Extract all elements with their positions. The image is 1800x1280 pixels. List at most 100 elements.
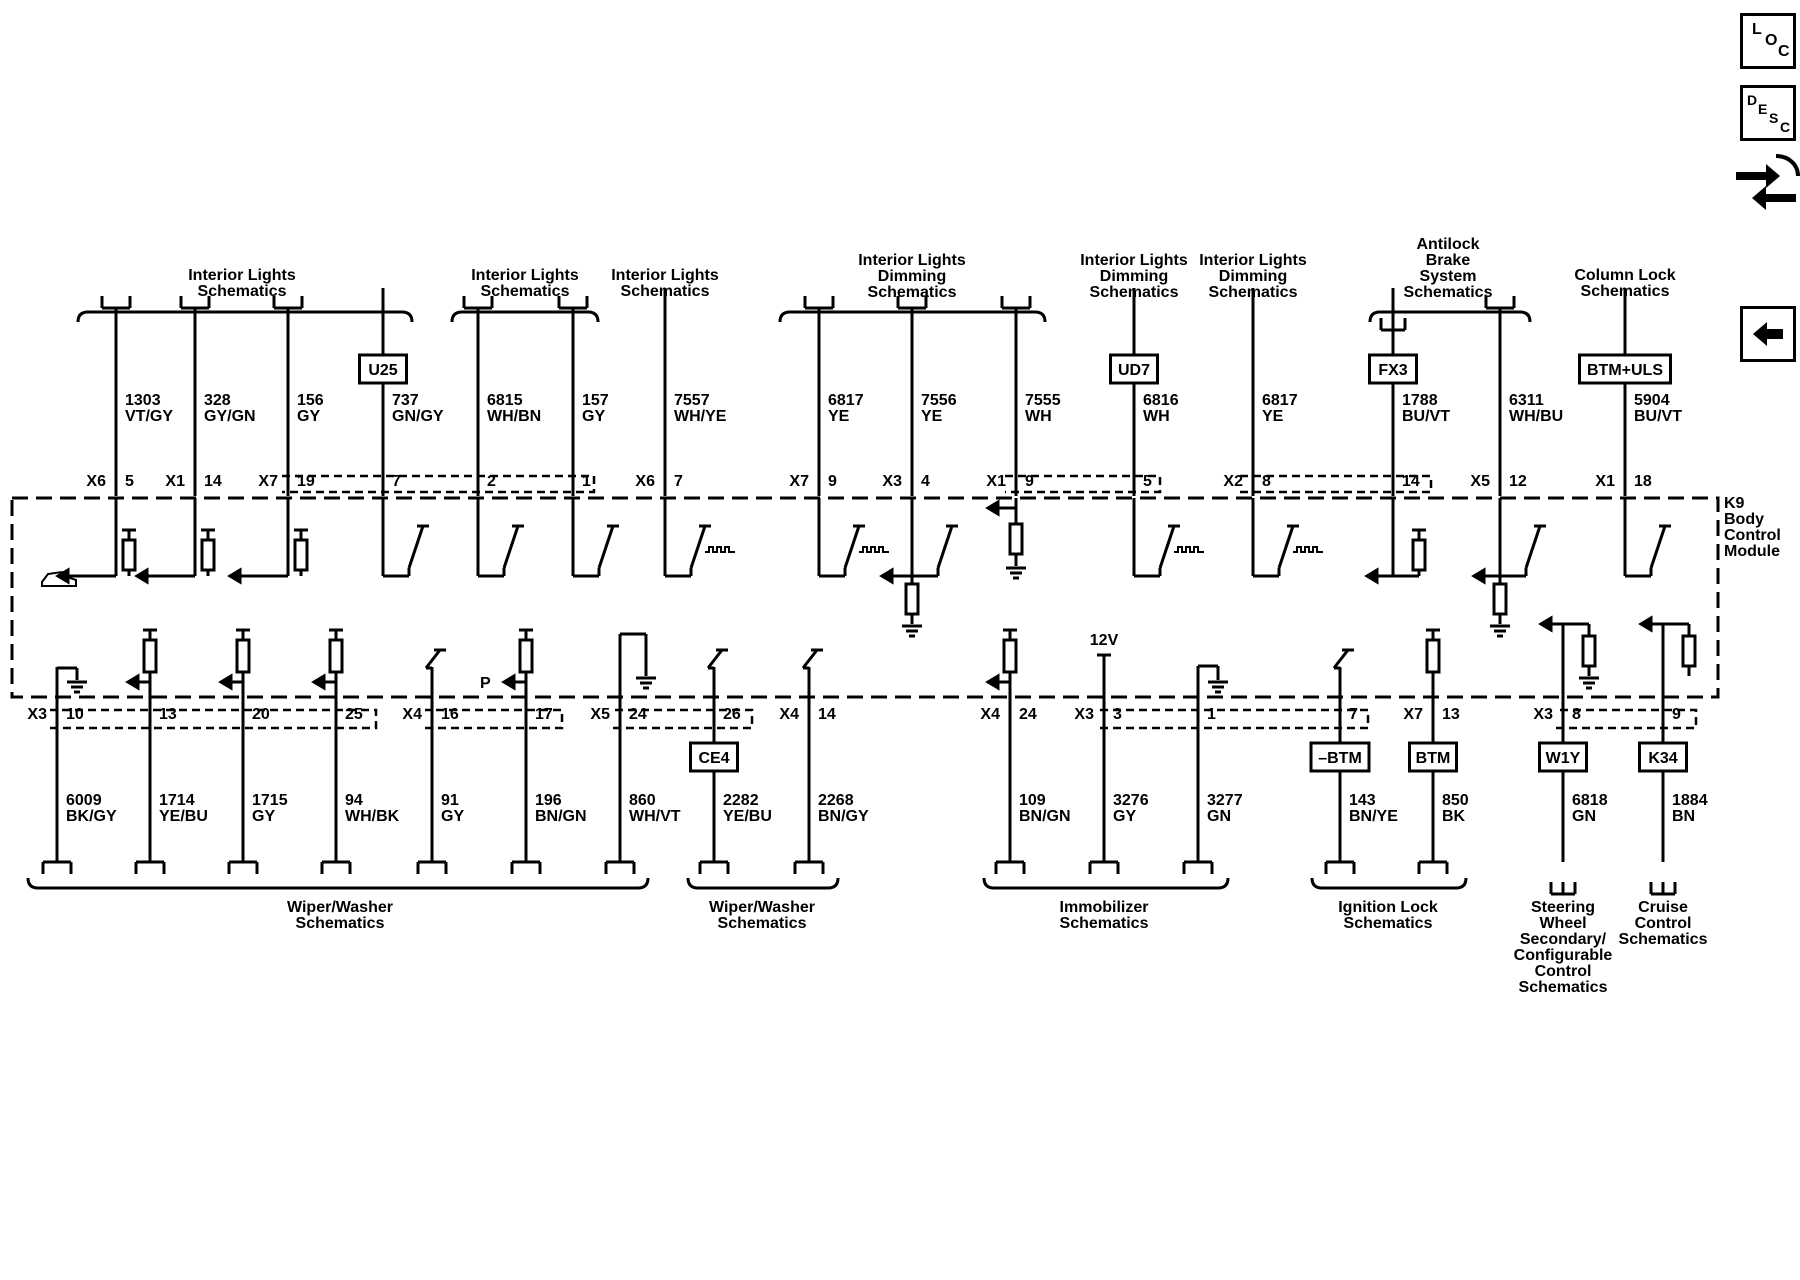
top-wire-color: WH xyxy=(1143,408,1170,425)
pullup-resistor xyxy=(142,638,158,674)
bottom-schematic-reference: Schematics xyxy=(296,915,385,932)
bottom-pin-number: 25 xyxy=(345,706,363,723)
top-schematic-reference: Interior Lights xyxy=(1199,252,1307,269)
bottom-circuit-number: 1884 xyxy=(1672,792,1708,809)
signal-arrow xyxy=(227,567,242,585)
top-connector-id: X2 xyxy=(1223,473,1243,490)
switch-symbol xyxy=(502,525,520,569)
signal-arrow xyxy=(501,673,516,691)
top-circuit-number: 7557 xyxy=(674,392,710,409)
signal-arrow xyxy=(125,673,140,691)
top-wire-color: WH/YE xyxy=(674,408,727,425)
top-circuit-number: 328 xyxy=(204,392,231,409)
bottom-circuit-number: 91 xyxy=(441,792,459,809)
bottom-schematic-reference: Schematics xyxy=(718,915,807,932)
signal-arrow xyxy=(1471,567,1486,585)
top-schematic-reference: Schematics xyxy=(198,283,287,300)
bottom-circuit-number: 94 xyxy=(345,792,363,809)
top-schematic-reference: Antilock xyxy=(1416,236,1479,253)
top-wire-color: WH/BN xyxy=(487,408,541,425)
bottom-schematic-reference: Control xyxy=(1535,963,1592,980)
bottom-circuit-number: 3277 xyxy=(1207,792,1243,809)
top-schematic-reference: Brake xyxy=(1426,252,1471,269)
bottom-circuit-number: 1714 xyxy=(159,792,195,809)
bottom-pin-number: 13 xyxy=(1442,706,1460,723)
top-schematic-reference: System xyxy=(1420,268,1477,285)
bottom-schematic-reference: Schematics xyxy=(1344,915,1433,932)
pullup-resistor xyxy=(328,638,344,674)
vehicle-icon xyxy=(41,570,77,587)
bottom-wire-color: GY xyxy=(441,808,464,825)
harness-bracket-top xyxy=(76,310,414,323)
bottom-circuit-number: 143 xyxy=(1349,792,1376,809)
back-button[interactable] xyxy=(1740,306,1796,362)
p-signal-label: P xyxy=(480,675,491,692)
component-label: K34 xyxy=(1648,750,1677,767)
bottom-circuit-number: 6009 xyxy=(66,792,102,809)
bottom-connector-id: X4 xyxy=(402,706,422,723)
pullup-resistor xyxy=(200,538,216,572)
top-pin-number: 14 xyxy=(1402,473,1420,490)
bottom-pin-number: 7 xyxy=(1349,706,1358,723)
bottom-circuit-number: 850 xyxy=(1442,792,1469,809)
signal-arrow xyxy=(879,567,894,585)
desc-letter-e: E xyxy=(1758,101,1768,117)
top-circuit-number: 6311 xyxy=(1509,392,1544,409)
location-button[interactable]: L O C xyxy=(1740,13,1796,69)
component-ce4 xyxy=(689,741,739,773)
module-label-line: Control xyxy=(1724,527,1781,544)
top-pin-number: 14 xyxy=(204,473,222,490)
signal-arrow xyxy=(311,673,326,691)
top-circuit-number: 5904 xyxy=(1634,392,1670,409)
loc-letter-l: L xyxy=(1752,21,1762,38)
top-pin-number: 5 xyxy=(1143,473,1152,490)
top-schematic-reference: Dimming xyxy=(878,268,946,285)
signal-arrow xyxy=(218,673,233,691)
top-wire-color: YE xyxy=(921,408,943,425)
top-schematic-reference: Schematics xyxy=(868,284,957,301)
top-pin-number: 19 xyxy=(297,473,315,490)
harness-bracket-bottom xyxy=(686,877,840,890)
connector-tools-icon[interactable] xyxy=(1732,150,1800,222)
bottom-schematic-reference: Schematics xyxy=(1519,979,1608,996)
loc-letter-o: O xyxy=(1765,32,1778,49)
supply-12v-label: 12V xyxy=(1090,632,1119,649)
pullup-resistor xyxy=(121,538,137,572)
bottom-connector-id: X7 xyxy=(1403,706,1423,723)
top-wire-color: WH xyxy=(1025,408,1052,425)
top-circuit-number: 6815 xyxy=(487,392,523,409)
top-schematic-reference: Schematics xyxy=(1581,283,1670,300)
switch-symbol xyxy=(843,525,861,569)
top-connector-box xyxy=(1240,474,1433,494)
top-connector-id: X6 xyxy=(86,473,106,490)
component-btmuls xyxy=(1578,353,1672,385)
component-label: FX3 xyxy=(1378,362,1407,379)
top-circuit-number: 737 xyxy=(392,392,419,409)
switch-symbol xyxy=(936,525,954,569)
top-schematic-reference: Schematics xyxy=(1209,284,1298,301)
description-button[interactable]: D E S C xyxy=(1740,85,1796,141)
bottom-schematic-reference: Control xyxy=(1635,915,1692,932)
bottom-wire-color: GN xyxy=(1572,808,1596,825)
top-wire-color: YE xyxy=(1262,408,1284,425)
top-wire-color: GY xyxy=(582,408,605,425)
module-label-line: Module xyxy=(1724,543,1780,560)
top-schematic-reference: Interior Lights xyxy=(188,267,296,284)
loc-letter-c: C xyxy=(1778,43,1790,60)
top-schematic-reference: Dimming xyxy=(1219,268,1287,285)
bottom-pin-number: 24 xyxy=(629,706,647,723)
switch-symbol xyxy=(801,649,819,669)
pulldown-resistor xyxy=(1492,582,1508,616)
bottom-pin-number: 17 xyxy=(535,706,553,723)
pwm-pulse-symbol xyxy=(859,546,889,553)
bottom-pin-number: 16 xyxy=(441,706,459,723)
switch-symbol xyxy=(1524,525,1542,569)
bottom-circuit-number: 1715 xyxy=(252,792,288,809)
module-boundary xyxy=(10,496,1720,699)
pullup-resistor xyxy=(235,638,251,674)
top-circuit-number: 7555 xyxy=(1025,392,1061,409)
harness-bracket-bottom xyxy=(1310,877,1468,890)
top-schematic-reference: Column Lock xyxy=(1574,267,1675,284)
bottom-wire-color: GY xyxy=(252,808,275,825)
